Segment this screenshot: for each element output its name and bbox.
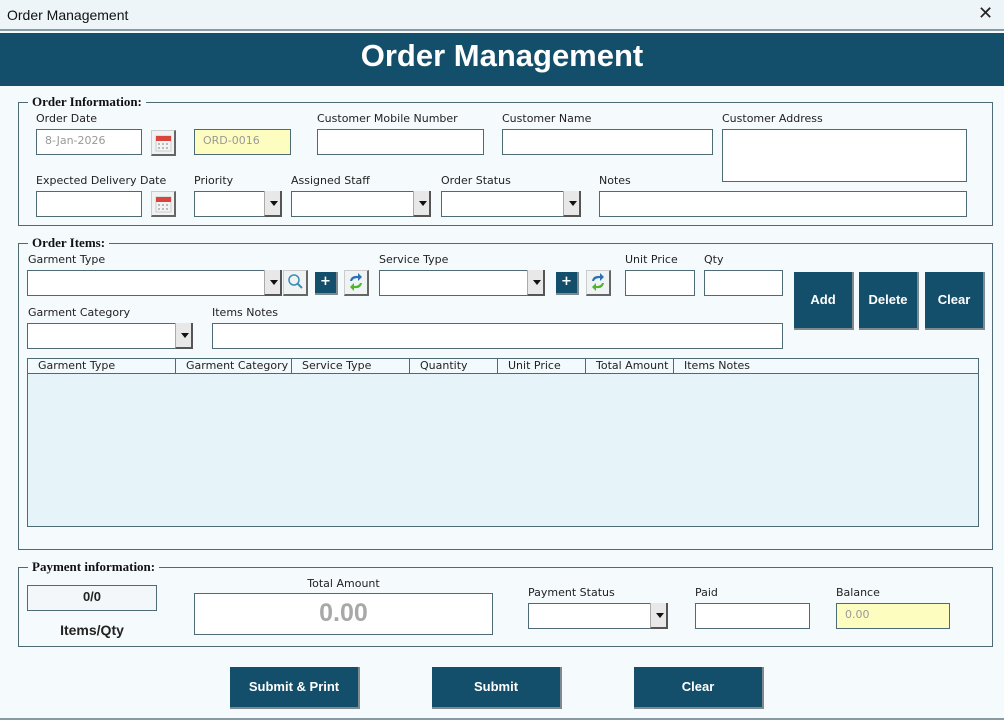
customer-address-input[interactable] (722, 129, 967, 182)
chevron-down-icon[interactable] (413, 191, 431, 217)
order-status-dropdown[interactable] (441, 191, 581, 217)
column-header[interactable]: Items Notes (684, 359, 751, 372)
submit-print-button[interactable]: Submit & Print (230, 667, 360, 709)
assigned-staff-label: Assigned Staff (291, 174, 370, 187)
chevron-down-icon[interactable] (650, 603, 668, 629)
close-icon[interactable]: ✕ (978, 3, 994, 24)
qty-input[interactable] (704, 270, 783, 296)
refresh-icon (592, 273, 604, 291)
paid-input[interactable] (695, 603, 810, 629)
customer-mobile-label: Customer Mobile Number (317, 112, 458, 125)
add-item-button[interactable]: Add (794, 272, 854, 330)
calendar-icon (155, 135, 172, 152)
window-title: Order Management (7, 7, 129, 23)
order-date-calendar-button[interactable] (151, 130, 176, 156)
order-date-label: Order Date (36, 112, 98, 125)
priority-label: Priority (194, 174, 234, 187)
payment-status-dropdown[interactable] (528, 603, 668, 629)
total-amount-display: 0.00 (194, 593, 493, 635)
customer-name-input[interactable] (502, 129, 713, 155)
assigned-staff-dropdown[interactable] (291, 191, 431, 217)
customer-address-label: Customer Address (722, 112, 823, 125)
service-type-dropdown[interactable] (379, 270, 545, 296)
paid-label: Paid (695, 586, 718, 599)
order-id-field: ORD-0016 (194, 129, 291, 155)
column-header[interactable]: Garment Type (28, 359, 176, 373)
refresh-garment-button[interactable] (344, 270, 369, 296)
unit-price-input[interactable] (625, 270, 695, 296)
chevron-down-icon[interactable] (563, 191, 581, 217)
column-header[interactable]: Garment Category (176, 359, 292, 373)
garment-search-button[interactable] (283, 270, 308, 296)
garment-type-label: Garment Type (28, 253, 106, 266)
payment-status-label: Payment Status (528, 586, 615, 599)
column-header[interactable]: Total Amount (586, 359, 674, 373)
page-title: Order Management (360, 38, 644, 73)
column-header[interactable]: Quantity (410, 359, 498, 373)
add-service-type-button[interactable]: + (556, 272, 579, 295)
garment-category-dropdown[interactable] (27, 323, 193, 349)
customer-name-label: Customer Name (502, 112, 592, 125)
delete-item-button[interactable]: Delete (859, 272, 919, 330)
bottom-divider (0, 718, 1004, 720)
clear-form-button[interactable]: Clear (634, 667, 764, 709)
priority-dropdown[interactable] (194, 191, 282, 217)
clear-items-button[interactable]: Clear (925, 272, 985, 330)
chevron-down-icon[interactable] (175, 323, 193, 349)
items-notes-label: Items Notes (212, 306, 279, 319)
items-qty-label: Items/Qty (60, 622, 124, 638)
payment-information-group (18, 567, 993, 647)
chevron-down-icon[interactable] (264, 191, 282, 217)
garment-type-dropdown[interactable] (27, 270, 282, 296)
order-date-field[interactable]: 8-Jan-2026 (36, 129, 142, 155)
chevron-down-icon[interactable] (264, 270, 282, 296)
calendar-icon (155, 196, 172, 213)
order-items-group (18, 243, 993, 550)
add-garment-type-button[interactable]: + (315, 272, 338, 295)
refresh-icon (350, 273, 362, 291)
qty-label: Qty (704, 253, 724, 266)
customer-mobile-input[interactable] (317, 129, 484, 155)
order-information-legend: Order Information: (28, 94, 146, 110)
garment-category-label: Garment Category (28, 306, 131, 319)
submit-button[interactable]: Submit (432, 667, 562, 709)
notes-input[interactable] (599, 191, 967, 217)
items-notes-input[interactable] (212, 323, 783, 349)
chevron-down-icon[interactable] (527, 270, 545, 296)
window-titlebar: Order Management ✕ (0, 0, 1004, 31)
order-status-label: Order Status (441, 174, 511, 187)
balance-field: 0.00 (836, 603, 950, 629)
table-header: Garment Type Garment Category Service Ty… (28, 359, 978, 374)
notes-label: Notes (599, 174, 631, 187)
service-type-label: Service Type (379, 253, 449, 266)
balance-label: Balance (836, 586, 880, 599)
expected-delivery-label: Expected Delivery Date (36, 174, 167, 187)
search-icon (288, 274, 303, 289)
delivery-date-calendar-button[interactable] (151, 191, 176, 217)
column-header[interactable]: Service Type (292, 359, 410, 373)
order-items-legend: Order Items: (28, 235, 110, 251)
payment-information-legend: Payment information: (28, 559, 160, 575)
items-qty-box: 0/0 (27, 585, 157, 611)
refresh-service-button[interactable] (586, 270, 611, 296)
unit-price-label: Unit Price (625, 253, 678, 266)
column-header[interactable]: Unit Price (498, 359, 586, 373)
expected-delivery-input[interactable] (36, 191, 142, 217)
total-amount-label: Total Amount (307, 577, 380, 590)
page-header: Order Management (0, 33, 1004, 86)
order-items-table[interactable]: Garment Type Garment Category Service Ty… (27, 358, 979, 527)
order-information-group (18, 102, 993, 226)
